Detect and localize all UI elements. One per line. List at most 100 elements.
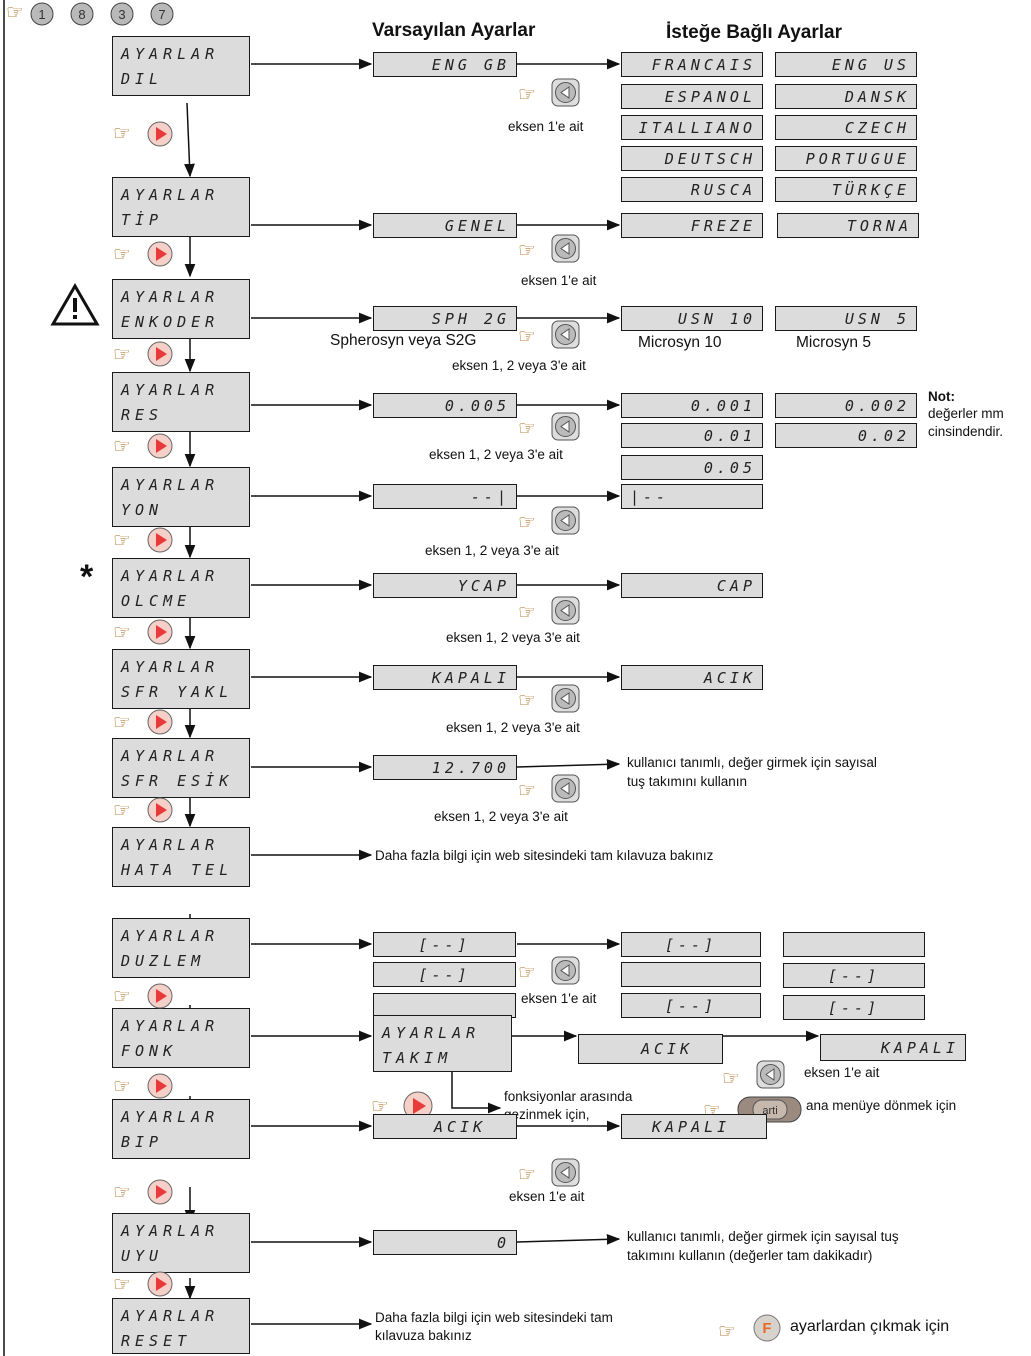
option-value: KAPALI [652,1117,731,1136]
menu-line2: RESET [121,1332,192,1350]
default-value: YCAP [457,576,510,595]
key-icon [70,2,94,26]
hand-pointer-icon: ☞ [518,960,536,984]
hand-pointer-icon: ☞ [113,1180,131,1204]
option-value: [--] [827,998,881,1017]
left-arrow-key-icon [551,506,580,535]
menu-line1: AYARLAR [121,836,220,854]
hand-pointer-icon: ☞ [113,798,131,822]
option-dil: DEUTSCH [621,146,763,171]
axis-note: eksen 1, 2 veya 3'e ait [434,809,568,824]
option-fonk: ACIK [578,1034,723,1064]
default-sfr-yakl: KAPALI [373,665,517,690]
option-duzlem [621,962,761,987]
default-value: GENEL [444,216,510,235]
hand-pointer-icon: ☞ [518,778,536,802]
hand-pointer-icon: ☞ [113,242,131,266]
option-value: RUSCA [690,180,756,199]
default-value: ACIK [434,1117,487,1136]
option-res: 0.001 [621,393,763,418]
option-duzlem: [--] [621,993,761,1018]
menu-line1: AYARLAR [121,186,220,204]
default-duzlem: [--] [373,962,516,987]
option-value: 0.002 [844,396,910,415]
axis-note: eksen 1'e ait [521,273,597,288]
user-defined-note: kullanıcı tanımlı, değer girmek için say… [627,755,877,770]
fonk-line1: AYARLAR [382,1024,481,1042]
option-dil: ITALLIANO [621,115,763,140]
key-icon [150,2,174,26]
option-dil: CZECH [775,115,917,140]
option-sfr-yakl: ACIK [621,665,763,690]
key-label: 8 [78,7,85,22]
option-res: 0.01 [621,423,763,448]
option-value: ITALLIANO [638,118,756,137]
fonk-line2: TAKIM [382,1049,453,1067]
default-value: 12.700 [431,758,510,777]
user-defined-note: takımını kullanın (değerler tam dakikadı… [627,1248,873,1263]
option-dil: RUSCA [621,177,763,202]
hand-pointer-icon: ☞ [518,238,536,262]
axis-note: eksen 1'e ait [521,991,597,1006]
menu-line1: AYARLAR [121,45,220,63]
menu-line2: FONK [121,1042,178,1060]
right-arrow-key-icon [147,1271,173,1297]
hand-pointer-icon: ☞ [371,1094,389,1118]
left-arrow-key-icon [551,956,580,985]
axis-note: eksen 1, 2 veya 3'e ait [446,720,580,735]
menu-line2: UYU [121,1247,164,1265]
left-arrow-key-icon [551,78,580,107]
right-arrow-key-icon [147,797,173,823]
option-yon: |-- [621,484,763,509]
axis-note: eksen 1, 2 veya 3'e ait [452,358,586,373]
option-res: 0.05 [621,455,763,480]
default-bip: ACIK [373,1114,517,1139]
top-keys: 1 8 3 7 [30,2,174,26]
right-arrow-key-icon [147,709,173,735]
hand-pointer-icon: ☞ [6,0,24,24]
hand-pointer-icon: ☞ [518,1162,536,1186]
encoder-note: Spherosyn veya S2G [330,332,477,349]
option-dil: FRANCAIS [621,52,763,77]
option-value: DEUTSCH [664,149,756,168]
menu-line2: HATA TEL [121,861,234,879]
option-duzlem: [--] [783,995,925,1020]
option-value: 0.05 [703,458,756,477]
default-value: 0.005 [444,396,510,415]
hand-pointer-icon: ☞ [113,620,131,644]
option-tip: TORNA [777,213,919,238]
key-label: 3 [118,7,125,22]
default-value: [--] [418,965,471,984]
hand-pointer-icon: ☞ [113,121,131,145]
hand-pointer-icon: ☞ [518,688,536,712]
option-enkoder: USN 10 [621,306,763,331]
left-arrow-key-icon [551,412,580,441]
option-dil: PORTUGUE [775,146,917,171]
menu-line1: AYARLAR [121,381,220,399]
browse-note: fonksiyonlar arasında [504,1089,633,1104]
option-value: DANSK [844,87,910,106]
option-value: CZECH [844,118,910,137]
option-dil: TÜRKÇE [775,177,917,202]
option-olcme: CAP [621,573,763,598]
option-value: [--] [664,935,718,954]
axis-note: eksen 1, 2 veya 3'e ait [429,447,563,462]
right-arrow-key-icon [147,1073,173,1099]
axis-note: eksen 1'e ait [509,1189,585,1204]
menu-line2: SFR YAKL [121,683,234,701]
option-value: KAPALI [880,1038,959,1057]
default-value: --| [470,487,510,506]
menu-line1: AYARLAR [121,1222,220,1240]
hand-pointer-icon: ☞ [113,1074,131,1098]
hand-pointer-icon: ☞ [113,528,131,552]
hand-pointer-icon: ☞ [113,434,131,458]
default-value: SPH 2G [431,309,510,328]
option-tip: FREZE [621,213,763,238]
default-yon: --| [373,484,517,509]
